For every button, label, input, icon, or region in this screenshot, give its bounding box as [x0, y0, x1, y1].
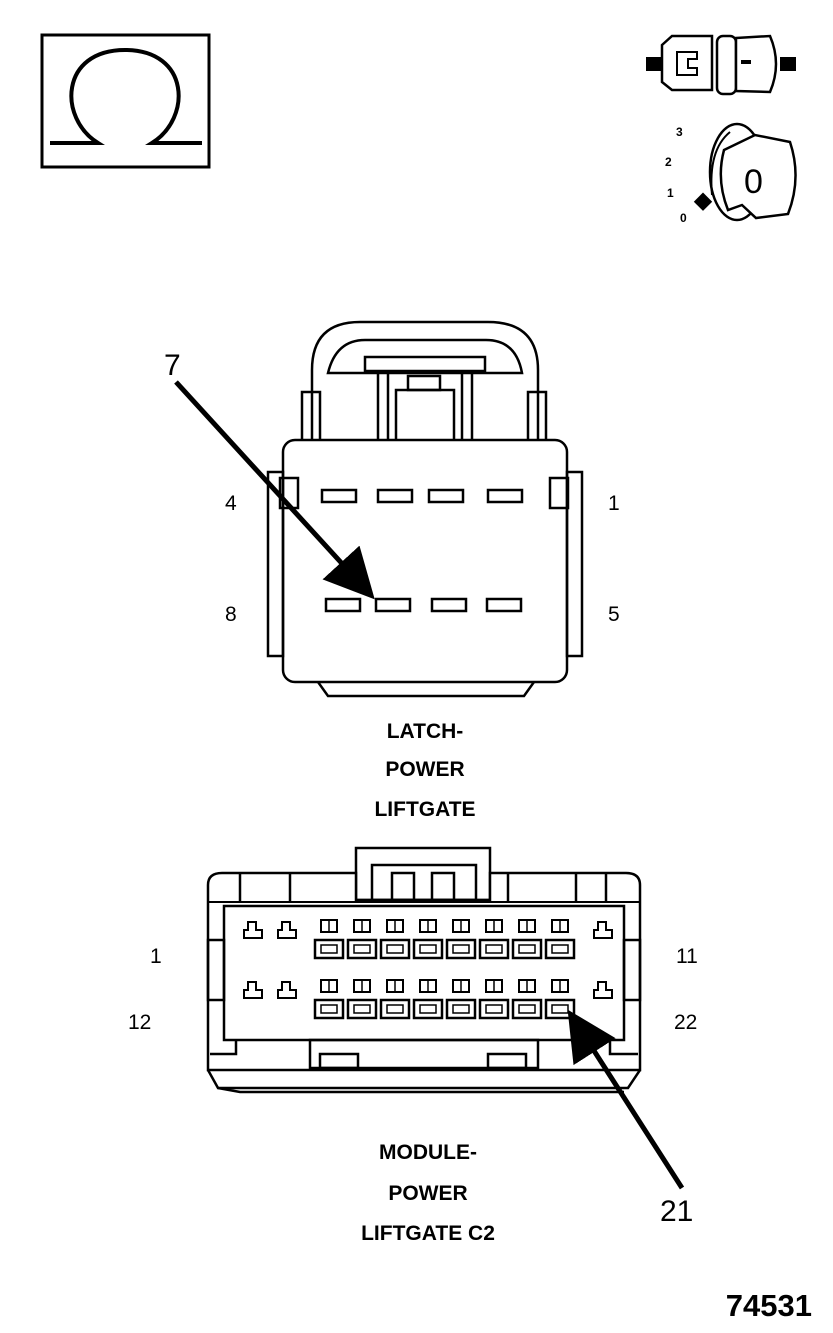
- ignition-position-0: 0: [680, 211, 687, 225]
- module-cavity-2: [277, 921, 297, 939]
- module-cavity-21: [544, 979, 576, 1020]
- module-cavity-11: [593, 921, 613, 939]
- latch-connector: [174, 320, 584, 698]
- module-caption-line-3: LIFTGATE C2: [361, 1222, 495, 1245]
- latch-cavity-1: [486, 488, 524, 504]
- module-cavity-4: [346, 919, 378, 960]
- latch-cavity-7: [374, 597, 412, 613]
- ignition-position-1: 1: [667, 186, 674, 200]
- module-cavity-14: [313, 979, 345, 1020]
- latch-pin-label-bottom-left: 8: [225, 603, 237, 626]
- ignition-key-label: 0: [744, 163, 763, 201]
- module-cavity-1: [243, 921, 263, 939]
- module-cavity-22: [593, 981, 613, 999]
- module-cavity-12: [243, 981, 263, 999]
- latch-cavity-4: [320, 488, 358, 504]
- latch-caption-line-2: POWER: [385, 758, 464, 781]
- module-cavity-6: [412, 919, 444, 960]
- callout-arrow-21: [567, 1009, 685, 1190]
- module-caption-line-2: POWER: [388, 1182, 467, 1205]
- ignition-key-off-icon: 3 2 1 0 0: [665, 122, 797, 225]
- module-cavity-3: [313, 919, 345, 960]
- module-cavities: [243, 919, 613, 1020]
- module-pin-label-bottom-right: 22: [674, 1011, 697, 1034]
- latch-cavity-3: [376, 488, 414, 504]
- callout-arrow-7: [174, 380, 375, 600]
- module-cavity-9: [511, 919, 543, 960]
- module-caption-line-1: MODULE-: [379, 1141, 477, 1164]
- module-cavity-19: [478, 979, 510, 1020]
- latch-cavity-5: [485, 597, 523, 613]
- ignition-position-2: 2: [665, 155, 672, 169]
- module-connector: [206, 846, 685, 1190]
- module-cavity-10: [544, 919, 576, 960]
- module-cavity-20: [511, 979, 543, 1020]
- module-cavity-8: [478, 919, 510, 960]
- latch-cavity-2: [427, 488, 465, 504]
- module-cavity-18: [445, 979, 477, 1020]
- module-cavity-13: [277, 981, 297, 999]
- figure-number: 74531: [726, 1288, 812, 1323]
- latch-caption-line-1: LATCH-: [387, 720, 464, 743]
- module-pin-label-top-right: 11: [676, 945, 698, 968]
- module-pin-label-bottom-left: 12: [128, 1011, 151, 1034]
- latch-callout-label: 7: [164, 349, 181, 382]
- module-cavity-16: [379, 979, 411, 1020]
- latch-caption-line-3: LIFTGATE: [374, 798, 475, 821]
- module-cavity-17: [412, 979, 444, 1020]
- ignition-position-3: 3: [676, 125, 683, 139]
- latch-cavity-6: [430, 597, 468, 613]
- module-cavity-15: [346, 979, 378, 1020]
- module-pin-label-top-left: 1: [150, 945, 162, 968]
- disconnected-connector-icon: [646, 34, 796, 96]
- latch-pin-label-top-right: 1: [608, 492, 620, 515]
- latch-pin-label-top-left: 4: [225, 492, 237, 515]
- ohm-icon: [40, 33, 211, 169]
- latch-pin-label-bottom-right: 5: [608, 603, 620, 626]
- module-cavity-5: [379, 919, 411, 960]
- module-cavity-7: [445, 919, 477, 960]
- module-callout-label: 21: [660, 1195, 693, 1228]
